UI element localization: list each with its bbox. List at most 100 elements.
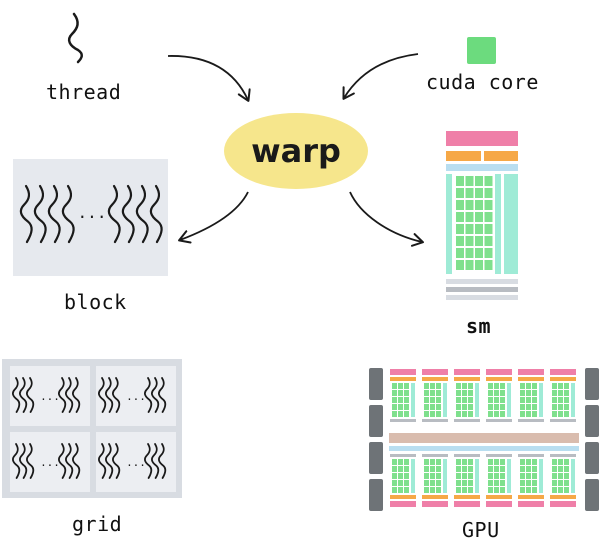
grid-block-cell bbox=[96, 432, 176, 492]
gpu-side-block bbox=[585, 442, 599, 474]
sm-core-cell bbox=[475, 224, 483, 234]
warp-node bbox=[224, 113, 368, 189]
sm-core-cell bbox=[456, 176, 464, 186]
sm-core-cell bbox=[456, 224, 464, 234]
sm-core-cell bbox=[475, 200, 483, 210]
sm-core-grid bbox=[456, 176, 493, 270]
grid-thread-icon bbox=[11, 443, 21, 479]
gpu-side-block bbox=[585, 405, 599, 437]
gpu-node bbox=[369, 368, 599, 511]
sm-core-cell bbox=[484, 260, 493, 270]
block-label: block bbox=[64, 290, 127, 314]
grid-block-cell bbox=[96, 366, 176, 426]
grid-thread-icon bbox=[71, 377, 81, 413]
gpu-sms-top bbox=[390, 369, 576, 422]
block-threads-left bbox=[19, 184, 75, 244]
block-thread-icon bbox=[47, 184, 61, 244]
gpu-sm-unit bbox=[390, 454, 416, 507]
sm-core-cell bbox=[456, 212, 464, 222]
grid-thread-icon bbox=[71, 443, 81, 479]
sm-core-cell bbox=[484, 236, 493, 246]
gpu-sm-unit bbox=[518, 454, 544, 507]
block-thread-icon bbox=[149, 184, 163, 244]
grid-thread-icon bbox=[111, 377, 121, 413]
sm-core-cell bbox=[456, 248, 464, 258]
grid-thread-icon bbox=[11, 377, 21, 413]
sm-core-cell bbox=[484, 176, 493, 186]
sm-core-cell bbox=[456, 188, 464, 198]
sm-core-cell bbox=[465, 236, 474, 246]
gpu-sm-unit bbox=[486, 454, 512, 507]
thread-icon bbox=[67, 12, 83, 64]
sm-core-cell bbox=[456, 200, 464, 210]
grid-label: grid bbox=[72, 512, 123, 536]
sm-core-cell bbox=[465, 224, 474, 234]
sm-core-cell bbox=[484, 200, 493, 210]
block-node: ... bbox=[13, 159, 168, 276]
sm-label: sm bbox=[466, 314, 492, 338]
sm-core-cell bbox=[456, 236, 464, 246]
sm-core-cell bbox=[456, 260, 464, 270]
sm-core-cell bbox=[465, 248, 474, 258]
grid-ellipsis: ... bbox=[126, 456, 146, 469]
grid-thread-icon bbox=[111, 443, 121, 479]
gpu-label: GPU bbox=[462, 518, 500, 542]
block-thread-icon bbox=[107, 184, 121, 244]
gpu-side-block bbox=[369, 405, 383, 437]
sm-core-cell bbox=[475, 236, 483, 246]
gpu-sm-unit bbox=[390, 369, 416, 422]
sm-node bbox=[446, 131, 518, 300]
sm-core-cell bbox=[475, 188, 483, 198]
block-thread-icon bbox=[33, 184, 47, 244]
gpu-side-block bbox=[585, 479, 599, 511]
grid-cells: ............ bbox=[10, 366, 176, 492]
gpu-side-block bbox=[585, 368, 599, 400]
grid-node: ............ bbox=[2, 359, 182, 498]
gpu-sm-unit bbox=[550, 454, 576, 507]
block-ellipsis: ... bbox=[78, 203, 107, 222]
sm-core-cell bbox=[484, 212, 493, 222]
sm-core-cell bbox=[475, 248, 483, 258]
gpu-sm-unit bbox=[486, 369, 512, 422]
sm-core-cell bbox=[465, 212, 474, 222]
block-thread-icon bbox=[61, 184, 75, 244]
gpu-sm-unit bbox=[518, 369, 544, 422]
grid-ellipsis: ... bbox=[40, 390, 60, 403]
gpu-sms-bottom bbox=[390, 454, 576, 507]
sm-core-cell bbox=[484, 224, 493, 234]
sm-core-cell bbox=[465, 200, 474, 210]
grid-thread-icon bbox=[57, 377, 67, 413]
grid-thread-icon bbox=[25, 443, 35, 479]
grid-thread-icon bbox=[104, 377, 114, 413]
grid-thread-icon bbox=[64, 443, 74, 479]
gpu-sm-unit bbox=[550, 369, 576, 422]
grid-thread-icon bbox=[64, 377, 74, 413]
thread-label: thread bbox=[46, 80, 122, 104]
grid-ellipsis: ... bbox=[40, 456, 60, 469]
warp-label: warp bbox=[251, 132, 341, 170]
grid-thread-icon bbox=[143, 443, 153, 479]
grid-thread-icon bbox=[157, 443, 167, 479]
block-thread-icon bbox=[121, 184, 135, 244]
grid-thread-icon bbox=[150, 443, 160, 479]
gpu-sm-unit bbox=[422, 454, 448, 507]
gpu-side-blocks bbox=[369, 368, 599, 511]
grid-thread-icon bbox=[157, 377, 167, 413]
gpu-side-block bbox=[369, 368, 383, 400]
gpu-sm-unit bbox=[422, 369, 448, 422]
grid-block-cell bbox=[10, 432, 90, 492]
arrow-warp-to-block bbox=[178, 191, 249, 244]
grid-block-cell bbox=[10, 366, 90, 426]
grid-thread-icon bbox=[104, 443, 114, 479]
sm-core-cell bbox=[475, 176, 483, 186]
grid-ellipsis: ... bbox=[126, 390, 146, 403]
gpu-side-block bbox=[369, 442, 383, 474]
arrow-warp-to-sm bbox=[349, 191, 424, 247]
grid-thread-icon bbox=[97, 443, 107, 479]
sm-core-cell bbox=[465, 188, 474, 198]
sm-core-cell bbox=[465, 176, 474, 186]
sm-core-cell bbox=[484, 188, 493, 198]
sm-core-cell bbox=[475, 260, 483, 270]
grid-thread-icon bbox=[57, 443, 67, 479]
